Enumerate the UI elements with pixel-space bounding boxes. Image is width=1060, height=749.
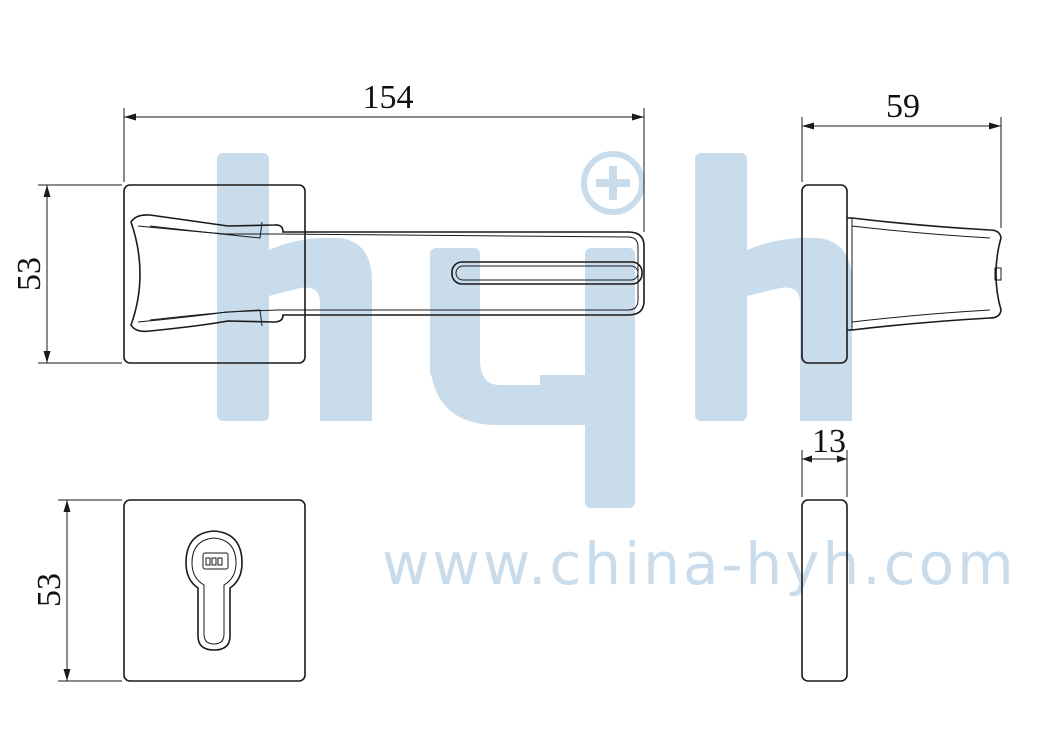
dim-label-53-bottom: 53: [31, 573, 68, 607]
handle-side-view: [801, 184, 1002, 364]
dimension-rose-height: 53: [31, 499, 122, 682]
escutcheon-side-view: [801, 499, 848, 682]
watermark-logo: [217, 151, 852, 508]
handle-front-view: [123, 184, 645, 364]
dimension-side-depth: 59: [801, 88, 1002, 228]
dimension-rose-thickness: 13: [801, 423, 848, 497]
dimension-top-height: 53: [11, 184, 122, 364]
dim-label-53-top: 53: [11, 257, 48, 291]
escutcheon-front-view: [123, 499, 306, 682]
watermark-url: www.china-hyh.com: [382, 530, 1017, 598]
dimension-top-width: 154: [123, 79, 645, 232]
dim-label-13: 13: [812, 423, 846, 460]
dim-label-59: 59: [886, 88, 920, 125]
dim-label-154: 154: [363, 79, 414, 116]
